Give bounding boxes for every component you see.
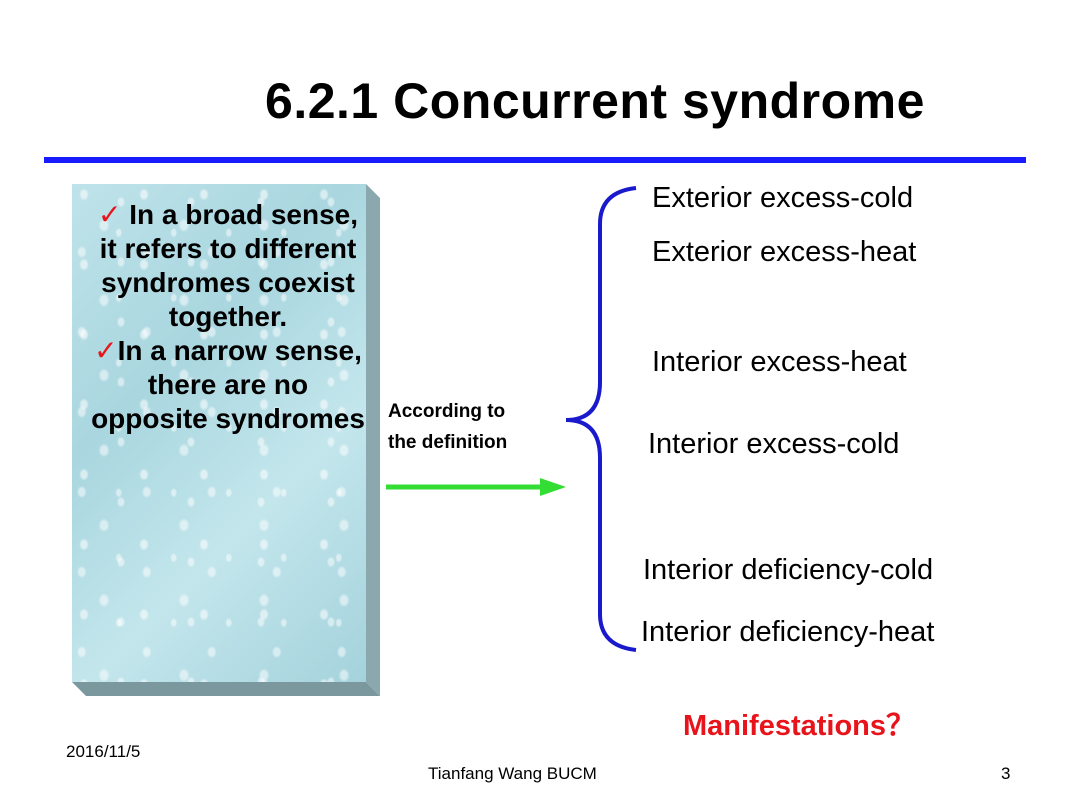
- connector-line-1: According to: [388, 401, 506, 422]
- item-interior-excess-heat: Interior excess-heat: [652, 346, 907, 378]
- slide-title: 6.2.1 Concurrent syndrome: [265, 73, 925, 129]
- connector-label: According to the definition: [388, 396, 558, 458]
- connector-line-2: the definition: [388, 432, 508, 453]
- curly-brace-icon: [565, 186, 637, 652]
- footer-date: 2016/11/5: [66, 742, 141, 761]
- check-icon: ✓: [94, 335, 118, 366]
- broad-sense-text: In a broad sense, it refers to different…: [99, 199, 358, 332]
- narrow-sense-text: In a narrow sense, there are no opposite…: [91, 335, 365, 434]
- box-bevel-side: [366, 184, 380, 696]
- item-interior-deficiency-cold: Interior deficiency-cold: [643, 554, 934, 586]
- footer-author: Tianfang Wang BUCM: [428, 764, 597, 783]
- item-interior-excess-cold: Interior excess-cold: [648, 428, 900, 460]
- title-underline: [44, 157, 1026, 163]
- item-exterior-excess-cold: Exterior excess-cold: [652, 182, 914, 214]
- item-interior-deficiency-heat: Interior deficiency-heat: [641, 616, 935, 648]
- box-face: [72, 184, 366, 682]
- box-bevel-bottom: [72, 682, 380, 696]
- item-exterior-excess-heat: Exterior excess-heat: [652, 236, 917, 268]
- page-number: 3: [1001, 764, 1011, 783]
- check-icon: ✓: [98, 199, 122, 230]
- definition-box: ✓ In a broad sense, it refers to differe…: [72, 184, 380, 696]
- right-arrow-icon: [386, 478, 566, 496]
- box-text: ✓ In a broad sense, it refers to differe…: [90, 198, 366, 436]
- manifestations-question: Manifestations？: [683, 710, 916, 742]
